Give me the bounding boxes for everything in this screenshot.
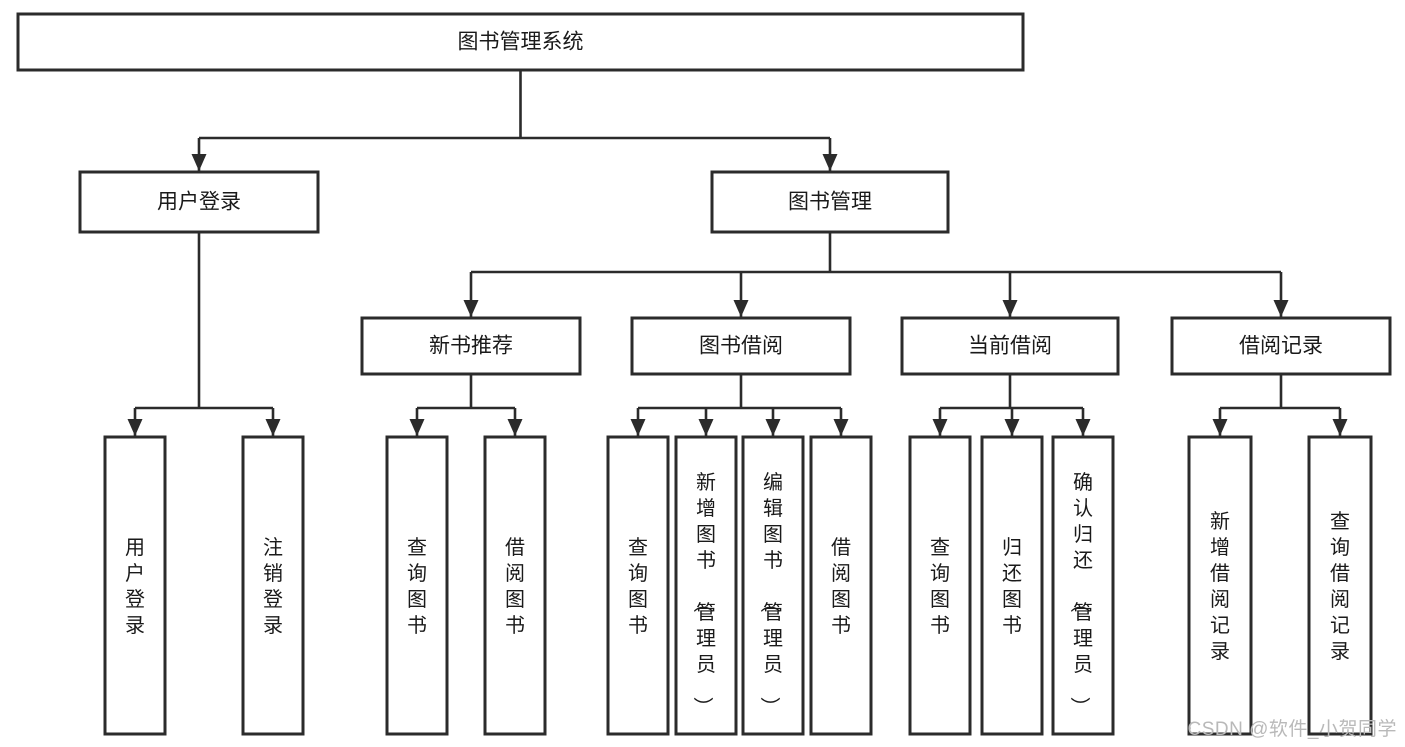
connector-layer [127, 70, 1348, 436]
node-leaf-rec-add-record[interactable]: 新增借阅记录 [1187, 435, 1253, 736]
node-label: 查询图书 [628, 536, 648, 637]
node-label: 借阅记录 [1239, 335, 1323, 358]
node-leaf-user-login[interactable]: 用户登录 [103, 435, 167, 736]
edge-book-manage-arrow-3 [1273, 300, 1289, 317]
edge-user-login-arrow-0 [127, 419, 143, 436]
edge-current-borrow-arrow-0 [932, 419, 948, 436]
node-label: 新增借阅记录 [1210, 510, 1230, 663]
node-label: 借阅图书 [831, 536, 851, 637]
node-book-manage[interactable]: 图书管理 [710, 170, 950, 234]
node-label: 归还图书 [1002, 536, 1022, 637]
node-label: 编辑图书（管理员） [758, 471, 783, 717]
node-label: 查询图书 [930, 536, 950, 637]
node-label: 图书借阅 [699, 335, 783, 358]
node-leaf-cur-confirm-return[interactable]: 确认归还（管理员） [1051, 435, 1115, 736]
watermark-text: CSDN @软件_小贺同学 [1187, 719, 1397, 740]
edge-new-book-rec-arrow-0 [409, 419, 425, 436]
node-user-login[interactable]: 用户登录 [78, 170, 320, 234]
node-label: 注销登录 [263, 536, 283, 637]
edge-borrow-record-arrow-0 [1212, 419, 1228, 436]
edge-root-arrow-0 [191, 154, 207, 171]
edge-root-arrow-1 [822, 154, 838, 171]
node-new-book-rec[interactable]: 新书推荐 [360, 316, 582, 376]
node-layer: 图书管理系统用户登录图书管理新书推荐图书借阅当前借阅借阅记录用户登录注销登录查询… [16, 12, 1392, 736]
node-label: 新增图书（管理员） [691, 471, 716, 717]
node-label: 新书推荐 [429, 335, 513, 358]
node-leaf-user-logout[interactable]: 注销登录 [241, 435, 305, 736]
edge-borrow-record-arrow-1 [1332, 419, 1348, 436]
node-label: 用户登录 [125, 537, 145, 637]
node-current-borrow[interactable]: 当前借阅 [900, 316, 1120, 376]
node-leaf-borrow-borrow-book[interactable]: 借阅图书 [809, 435, 873, 736]
node-leaf-borrow-query-book[interactable]: 查询图书 [606, 435, 670, 736]
edge-book-manage-arrow-0 [463, 300, 479, 317]
node-book-borrow[interactable]: 图书借阅 [630, 316, 852, 376]
node-label: 查询图书 [407, 536, 427, 637]
edge-book-borrow-arrow-0 [630, 419, 646, 436]
node-label: 借阅图书 [505, 536, 525, 637]
node-leaf-borrow-edit-book[interactable]: 编辑图书（管理员） [741, 435, 805, 736]
node-label: 图书管理 [788, 191, 872, 214]
edge-new-book-rec-arrow-1 [507, 419, 523, 436]
edge-book-borrow-arrow-2 [765, 419, 781, 436]
node-label: 确认归还（管理员） [1068, 471, 1093, 717]
node-leaf-rec-query-record[interactable]: 查询借阅记录 [1307, 435, 1373, 736]
node-leaf-cur-return-book[interactable]: 归还图书 [980, 435, 1044, 736]
node-leaf-cur-query-book[interactable]: 查询图书 [908, 435, 972, 736]
node-leaf-rec-query-book[interactable]: 查询图书 [385, 435, 449, 736]
node-leaf-borrow-add-book[interactable]: 新增图书（管理员） [674, 435, 738, 736]
node-root[interactable]: 图书管理系统 [16, 12, 1025, 72]
node-borrow-record[interactable]: 借阅记录 [1170, 316, 1392, 376]
edge-current-borrow-arrow-2 [1075, 419, 1091, 436]
node-label: 查询借阅记录 [1330, 510, 1350, 663]
edge-current-borrow-arrow-1 [1004, 419, 1020, 436]
edge-book-borrow-arrow-1 [698, 419, 714, 436]
edge-user-login-arrow-1 [265, 419, 281, 436]
node-label: 用户登录 [157, 191, 241, 214]
node-label: 当前借阅 [968, 335, 1052, 358]
node-leaf-rec-borrow-book[interactable]: 借阅图书 [483, 435, 547, 736]
node-label: 图书管理系统 [458, 31, 584, 54]
edge-book-manage-arrow-1 [733, 300, 749, 317]
edge-book-manage-arrow-2 [1002, 300, 1018, 317]
edge-book-borrow-arrow-3 [833, 419, 849, 436]
